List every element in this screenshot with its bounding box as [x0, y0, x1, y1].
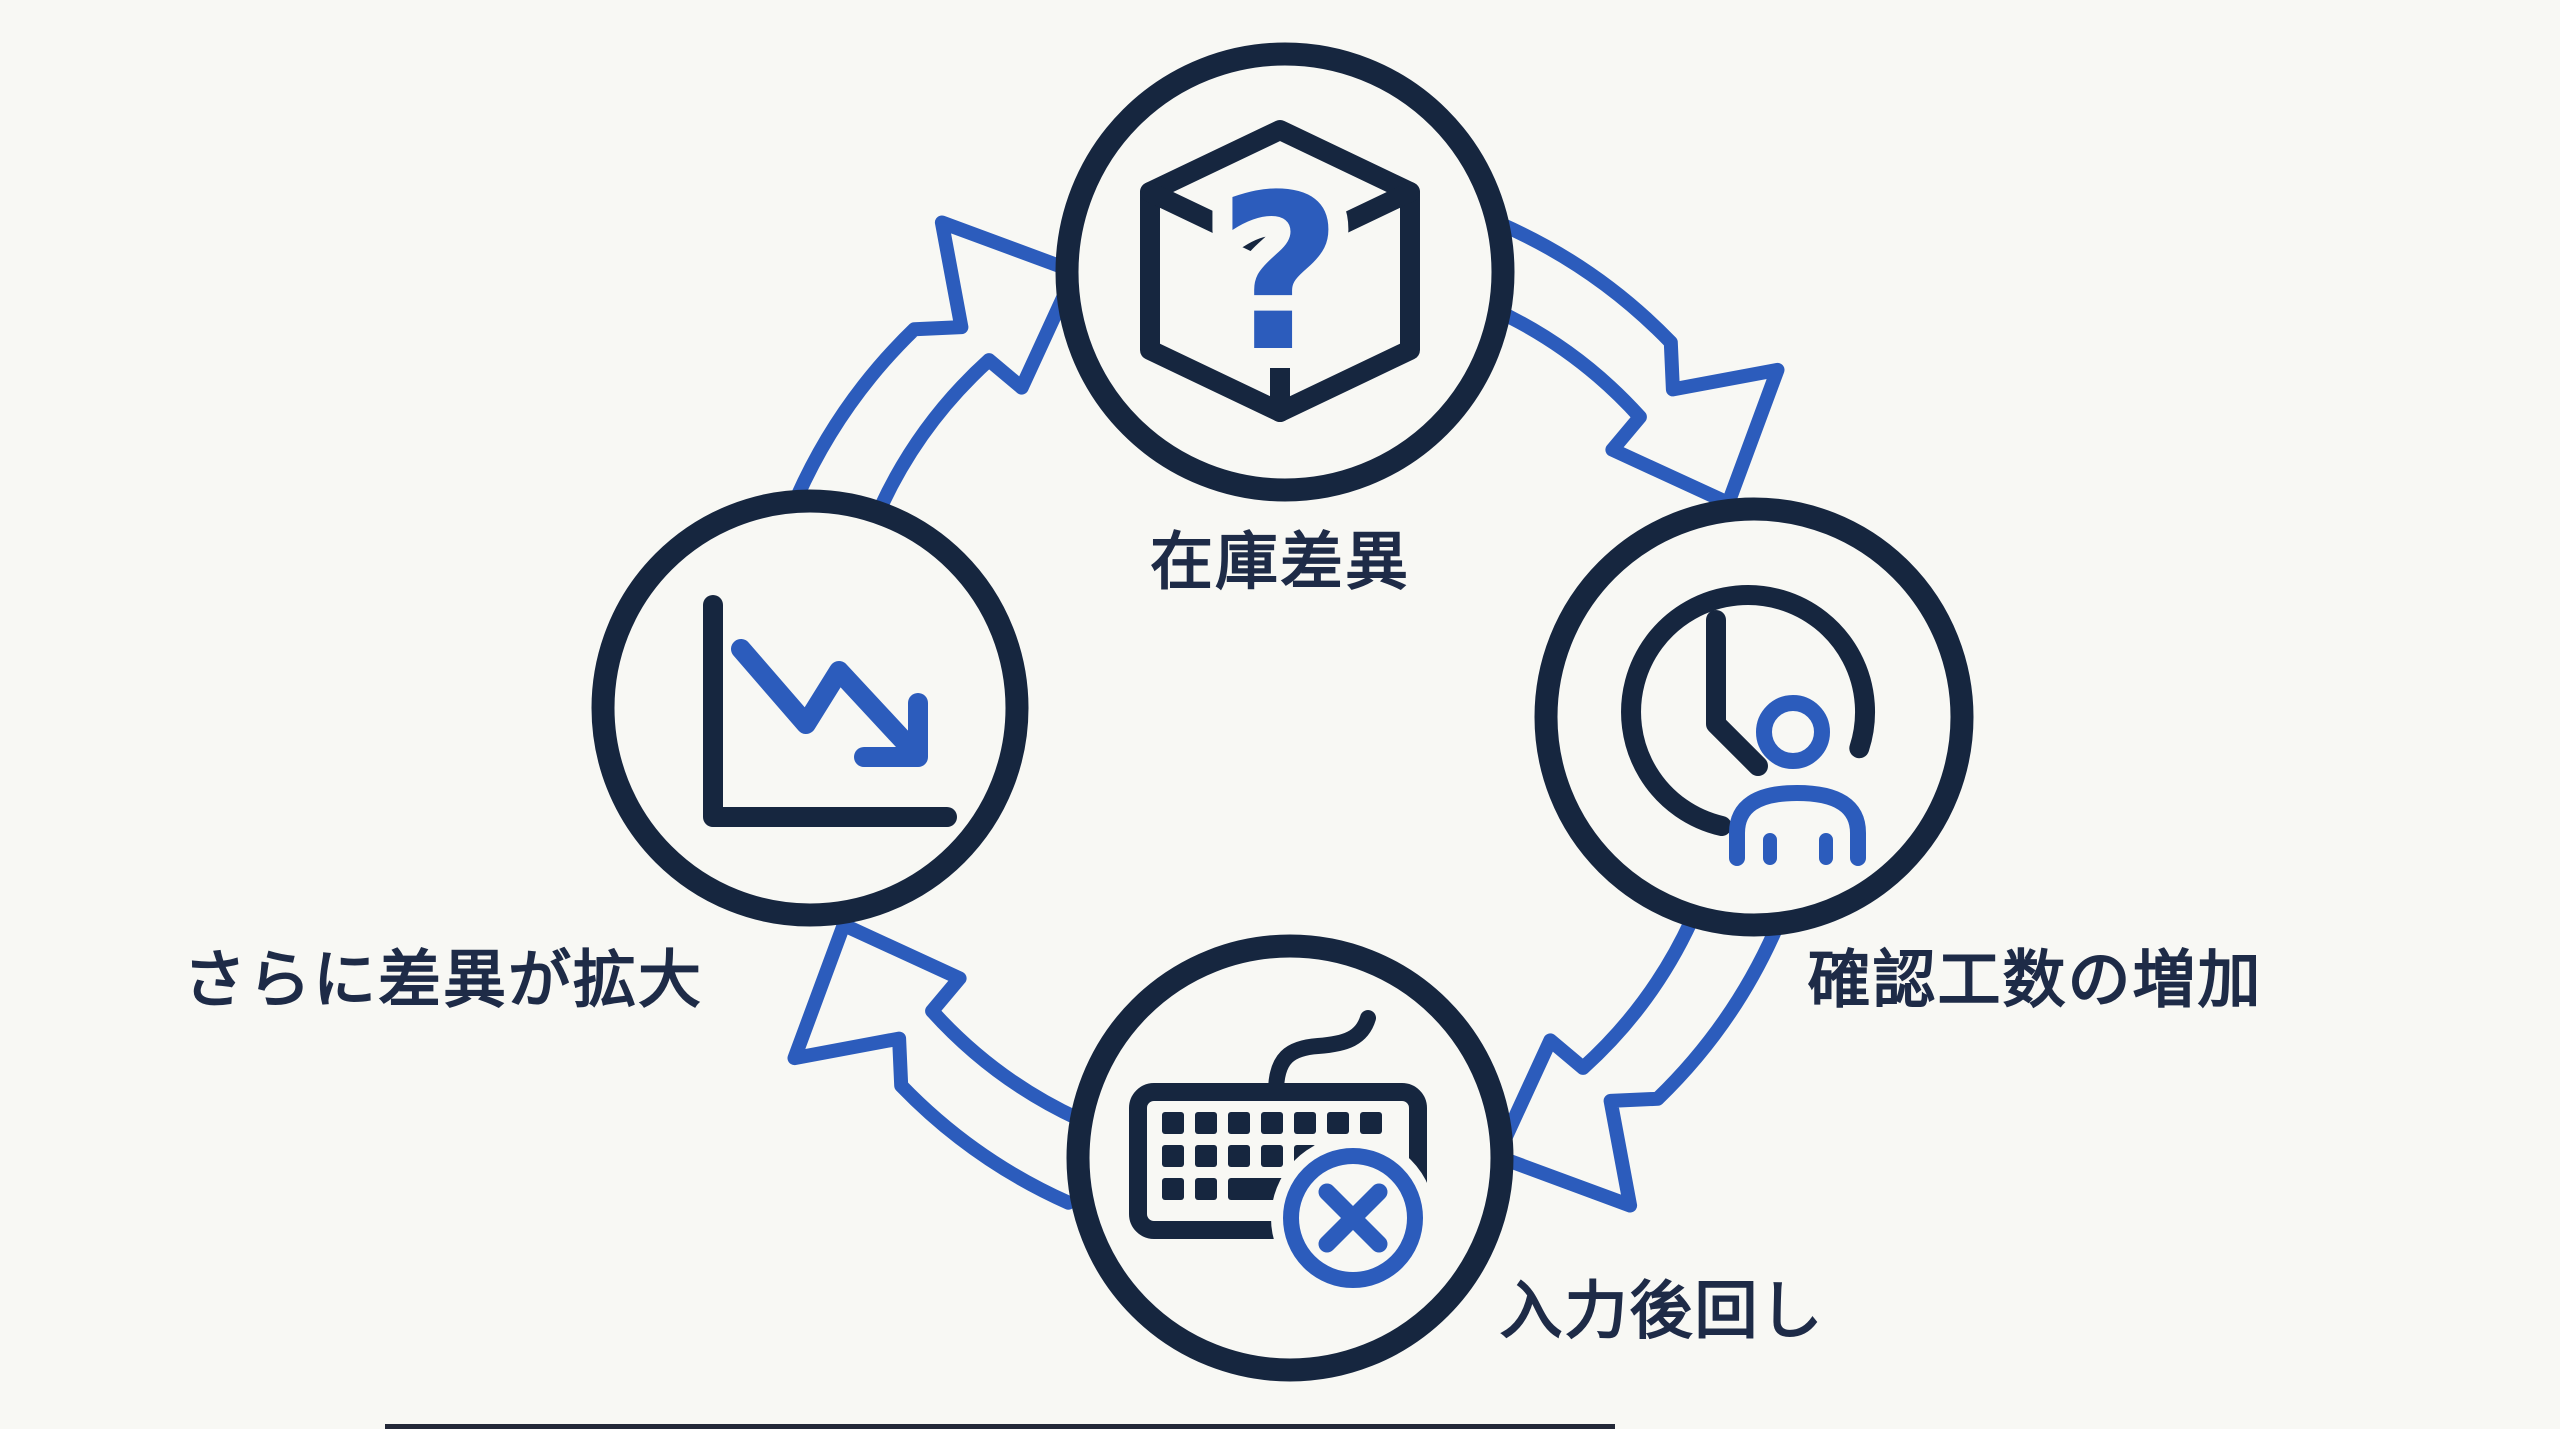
- error-cross: [1318, 1183, 1388, 1253]
- question-mark-glyph: ?: [1218, 148, 1343, 399]
- label-discrepancy-expands: さらに差異が拡大: [183, 943, 703, 1017]
- node-right-circle: [1534, 497, 1974, 937]
- keyboard-error-icon: [1129, 1010, 1435, 1300]
- node-top: ?: [1055, 42, 1515, 502]
- clock-person-icon: [1621, 585, 1876, 866]
- declining-chart-icon: [703, 595, 957, 827]
- label-confirmation-workload-increase: 確認工数の増加: [1807, 943, 2263, 1017]
- label-inventory-discrepancy: 在庫差異: [1150, 525, 1410, 599]
- arrow-bottom-to-left-icon: [795, 925, 1080, 1203]
- node-left: [591, 489, 1029, 927]
- arrow-top-to-right-icon: [1493, 225, 1778, 503]
- label-input-postponed: 入力後回し: [1499, 1274, 1825, 1348]
- node-bottom: [1066, 934, 1514, 1382]
- arrow-right-to-bottom-icon: [1497, 921, 1775, 1206]
- bottom-edge-artifact: [385, 1424, 1615, 1429]
- arrow-left-to-top-icon: [797, 223, 1075, 508]
- node-right: [1534, 497, 1974, 937]
- mystery-box-icon: ?: [1140, 120, 1420, 422]
